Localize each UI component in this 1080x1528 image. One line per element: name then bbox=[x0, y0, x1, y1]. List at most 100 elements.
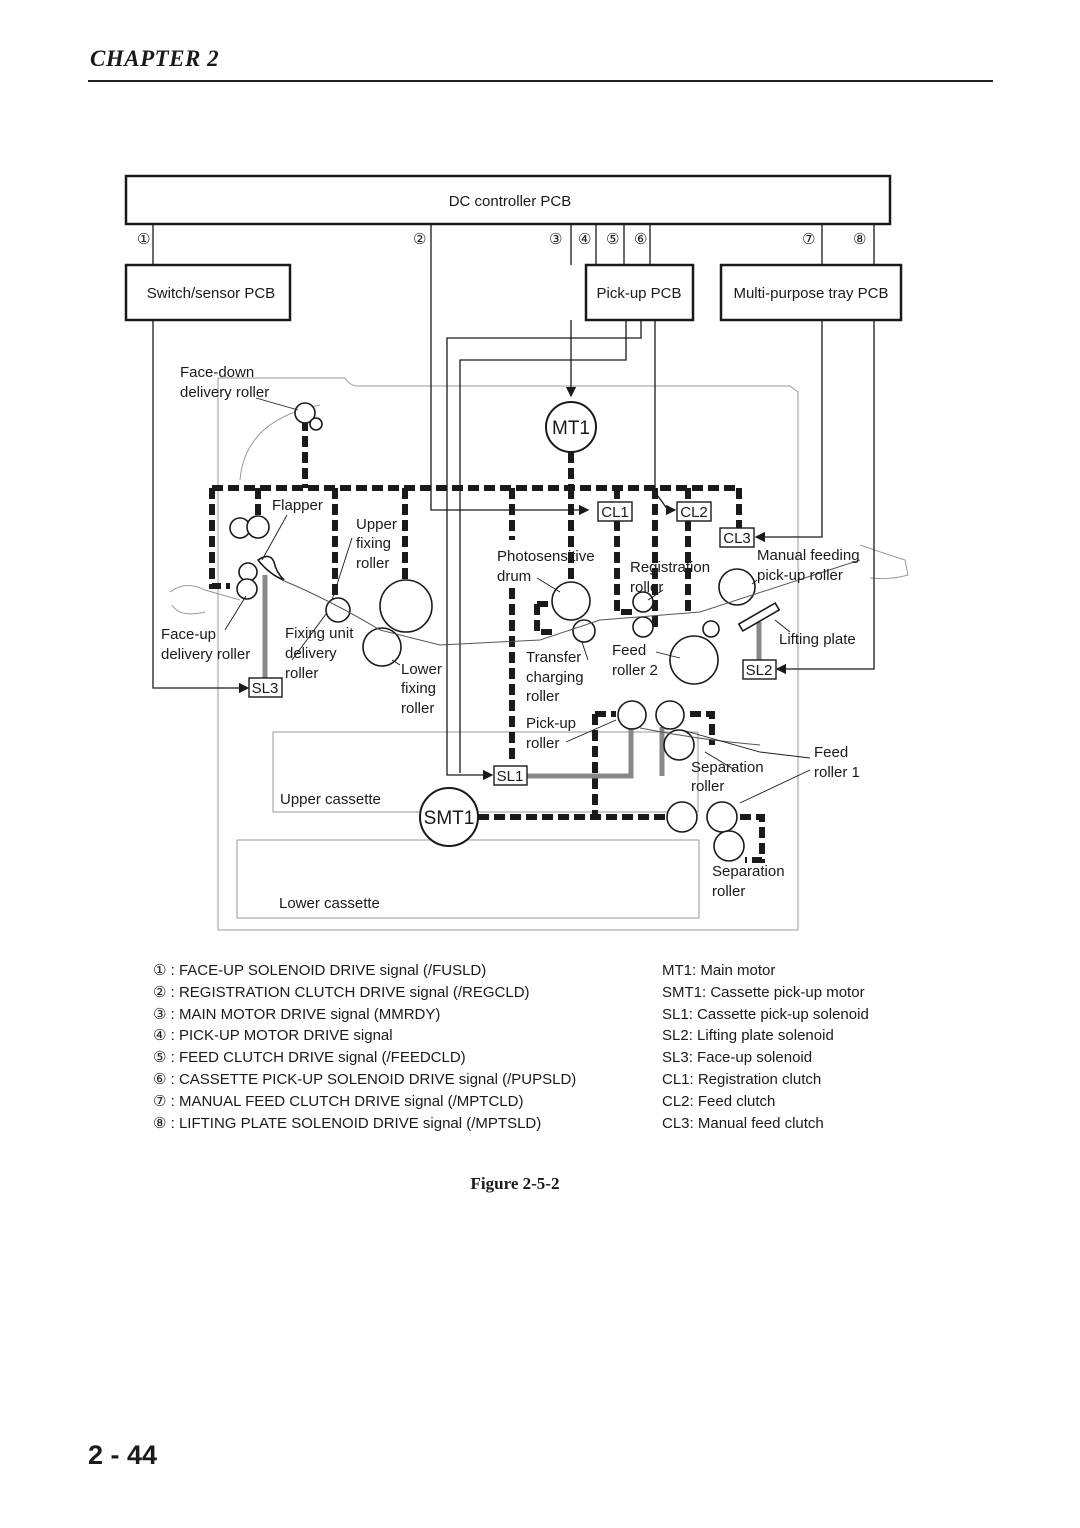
label-feed-roller-2-2: roller 2 bbox=[612, 662, 658, 679]
label-face-up-1: Face-up bbox=[161, 626, 216, 643]
label-registration-2: roller bbox=[630, 579, 663, 596]
label-separation-lower-2: roller bbox=[712, 883, 745, 900]
label-lifting-plate: Lifting plate bbox=[779, 631, 856, 648]
solenoid-sl2 bbox=[742, 659, 777, 680]
upper-fixing-roller bbox=[379, 579, 433, 633]
legend-signal-7: ⑦ : MANUAL FEED CLUTCH DRIVE signal (/MP… bbox=[153, 1092, 524, 1110]
cl3-label: CL3 bbox=[723, 530, 751, 547]
feed-roller-2 bbox=[669, 635, 719, 685]
face-down-delivery-roller-small bbox=[309, 417, 323, 431]
label-pickup-1: Pick-up bbox=[526, 715, 576, 732]
legend-component-cl2: CL2: Feed clutch bbox=[662, 1092, 776, 1110]
legend-component-cl1: CL1: Registration clutch bbox=[662, 1070, 822, 1088]
drive-system-diagram: DC controller PCB ① ② ③ ④ ⑤ ⑥ ⑦ ⑧ Switch… bbox=[124, 174, 909, 931]
header-rule bbox=[88, 80, 993, 82]
label-flapper: Flapper bbox=[272, 497, 323, 514]
separation-roller-lower bbox=[713, 830, 745, 862]
label-photosensitive-2: drum bbox=[497, 568, 531, 585]
label-separation-upper-2: roller bbox=[691, 778, 724, 795]
legend-signal-2: ② : REGISTRATION CLUTCH DRIVE signal (/R… bbox=[153, 983, 530, 1001]
label-feed-roller-1-2: roller 1 bbox=[814, 764, 860, 781]
manual-feeding-pickup-roller bbox=[718, 568, 756, 606]
signal-number-5: ⑤ bbox=[606, 230, 619, 248]
signal-legend: ① : FACE-UP SOLENOID DRIVE signal (/FUSL… bbox=[153, 960, 576, 1134]
signal-number-6: ⑥ bbox=[634, 230, 647, 248]
registration-roller-a bbox=[632, 591, 654, 613]
sl1-label: SL1 bbox=[497, 768, 524, 785]
signal-numbers: ① ② ③ ④ ⑤ ⑥ ⑦ ⑧ bbox=[137, 230, 866, 248]
feed-roller-1 bbox=[655, 700, 685, 730]
label-face-down-1: Face-down bbox=[180, 364, 254, 381]
legend-component-sl1: SL1: Cassette pick-up solenoid bbox=[662, 1005, 869, 1023]
component-legend: MT1: Main motor SMT1: Cassette pick-up m… bbox=[662, 960, 869, 1134]
clutch-cl2 bbox=[676, 501, 712, 522]
switch-sensor-pcb-label: Switch/sensor PCB bbox=[147, 285, 275, 302]
pickup-pcb bbox=[584, 263, 695, 322]
cl2-label: CL2 bbox=[680, 504, 708, 521]
label-fixing-unit-1: Fixing unit bbox=[285, 625, 354, 642]
legend-signal-1: ① : FACE-UP SOLENOID DRIVE signal (/FUSL… bbox=[153, 962, 487, 979]
signal-number-2: ② bbox=[413, 230, 426, 248]
component-labels: Face-down delivery roller Flapper Upper … bbox=[161, 364, 860, 912]
label-lower-cassette: Lower cassette bbox=[279, 895, 380, 912]
smt1-label: SMT1 bbox=[424, 808, 475, 829]
signal-number-1: ① bbox=[137, 230, 150, 248]
feed-roller-2-small bbox=[702, 620, 720, 638]
upper-cassette-outline bbox=[272, 731, 699, 813]
paper-path bbox=[281, 559, 861, 746]
switch-sensor-pcb bbox=[124, 263, 292, 322]
label-pickup-2: roller bbox=[526, 735, 559, 752]
label-face-down-2: delivery roller bbox=[180, 384, 269, 401]
legend-signal-6: ⑥ : CASSETTE PICK-UP SOLENOID DRIVE sign… bbox=[153, 1070, 577, 1088]
legend-component-cl3: CL3: Manual feed clutch bbox=[662, 1114, 824, 1132]
label-separation-upper-1: Separation bbox=[691, 759, 764, 776]
lifting-plate bbox=[737, 601, 781, 633]
separation-roller-upper bbox=[663, 729, 695, 761]
legend-signal-3: ③ : MAIN MOTOR DRIVE signal (MMRDY) bbox=[153, 1005, 441, 1023]
photosensitive-drum bbox=[551, 581, 591, 621]
mt1-label: MT1 bbox=[552, 418, 590, 439]
label-manual-feeding-2: pick-up roller bbox=[757, 567, 843, 584]
multi-purpose-tray-pcb bbox=[719, 263, 903, 322]
chapter-heading: CHAPTER 2 bbox=[90, 46, 220, 71]
machine-outline bbox=[169, 377, 909, 931]
label-separation-lower-1: Separation bbox=[712, 863, 785, 880]
dc-controller-label: DC controller PCB bbox=[449, 193, 572, 210]
signal-number-7: ⑦ bbox=[802, 230, 815, 248]
signal-number-8: ⑧ bbox=[853, 230, 866, 248]
label-face-up-2: delivery roller bbox=[161, 646, 250, 663]
fixing-unit-delivery-roller bbox=[325, 597, 351, 623]
legend-signal-8: ⑧ : LIFTING PLATE SOLENOID DRIVE signal … bbox=[153, 1114, 542, 1132]
label-transfer-1: Transfer bbox=[526, 649, 581, 666]
label-lower-fixing-2: fixing bbox=[401, 680, 436, 697]
lower-fixing-roller bbox=[362, 627, 402, 667]
label-upper-fixing-1: Upper bbox=[356, 516, 397, 533]
legend-signal-5: ⑤ : FEED CLUTCH DRIVE signal (/FEEDCLD) bbox=[153, 1049, 466, 1067]
pickup-roller-lower bbox=[666, 801, 698, 833]
transfer-charging-roller bbox=[572, 619, 596, 643]
legend-component-mt1: MT1: Main motor bbox=[662, 962, 776, 979]
legend-component-sl2: SL2: Lifting plate solenoid bbox=[662, 1027, 834, 1045]
clutch-cl1 bbox=[597, 501, 633, 522]
figure-caption: Figure 2-5-2 bbox=[470, 1174, 560, 1193]
cl1-label: CL1 bbox=[601, 504, 629, 521]
legend-component-sl3: SL3: Face-up solenoid bbox=[662, 1049, 813, 1067]
pickup-roller-upper bbox=[617, 700, 647, 730]
label-upper-cassette: Upper cassette bbox=[280, 791, 381, 808]
label-upper-fixing-2: fixing bbox=[356, 535, 391, 552]
feed-roller-lower bbox=[706, 801, 738, 833]
label-lower-fixing-3: roller bbox=[401, 700, 434, 717]
signal-number-3: ③ bbox=[549, 230, 562, 248]
sl3-label: SL3 bbox=[252, 680, 279, 697]
leader-lines bbox=[224, 397, 811, 804]
face-up-roller-b bbox=[236, 578, 258, 600]
label-fixing-unit-2: delivery bbox=[285, 645, 337, 662]
label-transfer-2: charging bbox=[526, 669, 584, 686]
dc-controller-pcb bbox=[124, 174, 892, 226]
face-down-delivery-roller bbox=[294, 402, 316, 424]
label-transfer-3: roller bbox=[526, 688, 559, 705]
label-feed-roller-1-1: Feed bbox=[814, 744, 848, 761]
label-fixing-unit-3: roller bbox=[285, 665, 318, 682]
sl2-label: SL2 bbox=[746, 662, 773, 679]
label-lower-fixing-1: Lower bbox=[401, 661, 442, 678]
